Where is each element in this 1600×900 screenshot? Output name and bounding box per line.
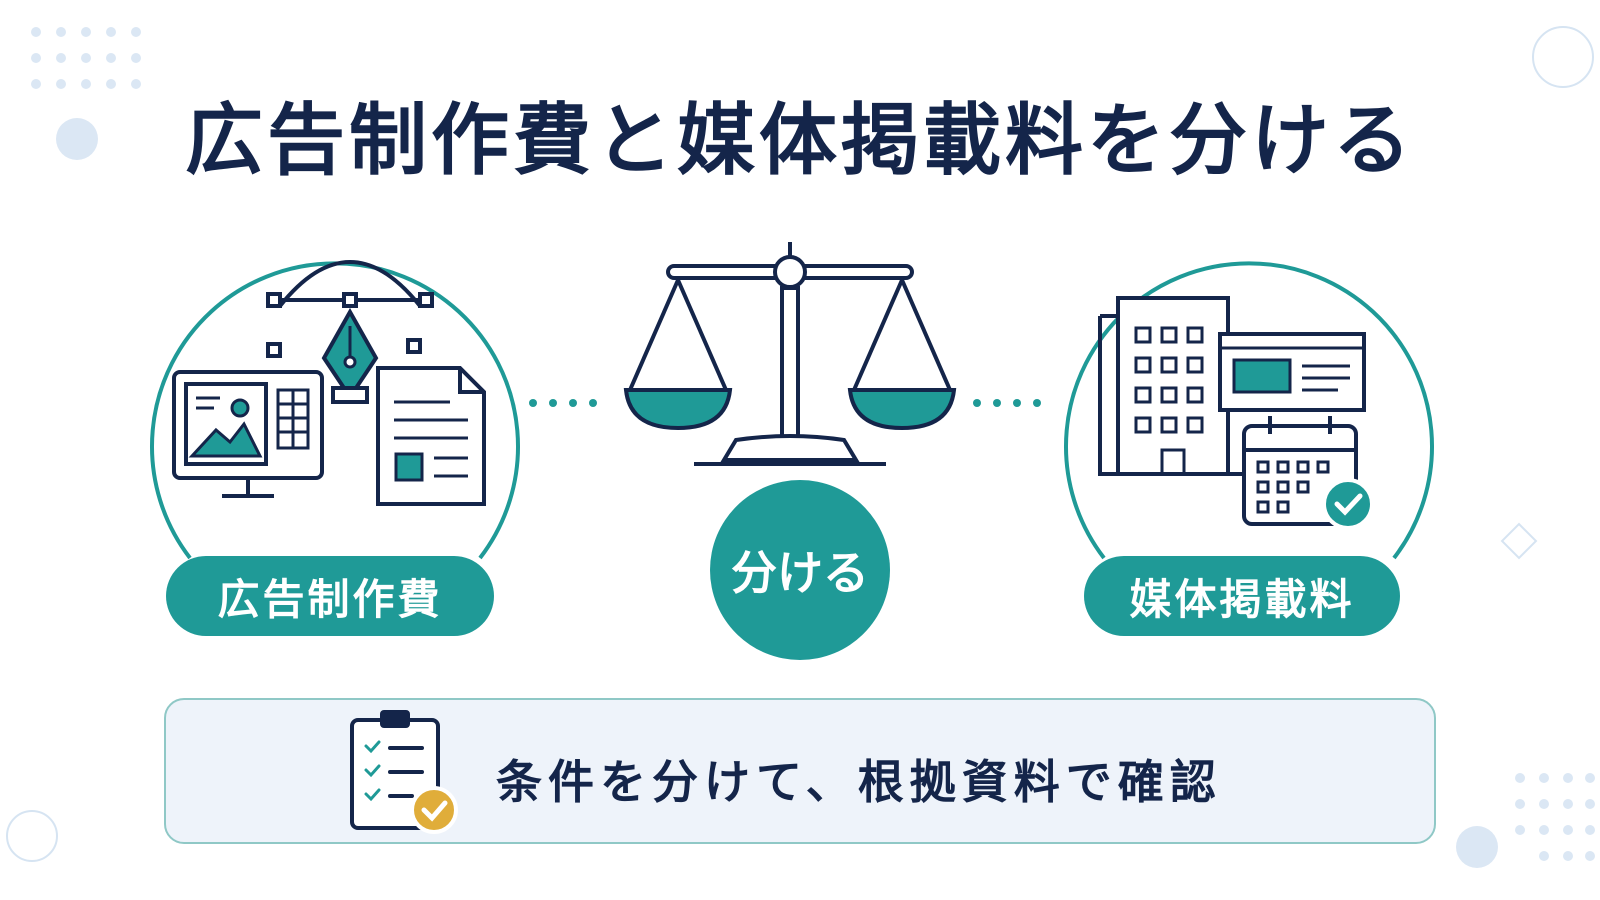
connector-dots-right (973, 399, 1041, 407)
separate-badge: 分ける (710, 480, 890, 660)
dot-grid-bottom-right (1515, 773, 1595, 861)
design-production-icon (150, 260, 520, 560)
dot-grid-top-left (31, 27, 141, 89)
media-building-calendar-icon (1064, 261, 1434, 560)
note-box: 条件を分けて、根拠資料で確認 (164, 698, 1436, 844)
media-fee-label: 媒体掲載料 (1084, 556, 1400, 636)
note-text: 条件を分けて、根拠資料で確認 (496, 755, 1222, 809)
connector-dots-left (529, 399, 597, 407)
decor-circle-left (56, 118, 98, 160)
decor-ring-bottom-left (6, 810, 58, 862)
decor-circle-bottom-right (1456, 826, 1498, 868)
decor-diamond (1500, 522, 1538, 560)
checklist-clipboard-icon (350, 710, 458, 834)
decor-ring-top-right (1532, 26, 1594, 88)
page-title: 広告制作費と媒体掲載料を分ける (184, 96, 1415, 186)
balance-scale-icon (623, 242, 957, 466)
production-cost-label: 広告制作費 (166, 556, 494, 636)
